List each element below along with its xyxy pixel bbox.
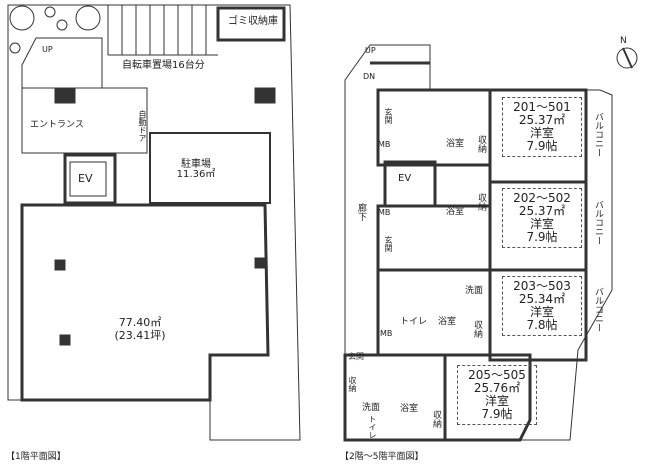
ev-shaft-2f (383, 160, 437, 208)
balcony-label-2: バルコニー (593, 200, 603, 245)
ev-label-1f: EV (78, 172, 93, 185)
mb-label-3: MB (380, 329, 393, 338)
unit-area: 25.34㎡ (518, 292, 566, 306)
unit-area: 25.37㎡ (518, 113, 566, 127)
storage-label-1: 収納 (476, 135, 486, 153)
tenant-area-label: 77.40㎡ (23.41坪) (105, 316, 175, 342)
up-label-2f: UP (365, 46, 376, 55)
unit-room: 洋室 (529, 305, 554, 319)
unit-room: 洋室 (529, 217, 554, 231)
unit-size: 7.9帖 (526, 230, 558, 244)
service-block-2 (376, 204, 492, 272)
unit-area: 25.76㎡ (473, 381, 521, 395)
bath-label-4: 浴室 (400, 404, 419, 414)
tenant-tsubo-value: (23.41坪) (114, 329, 166, 342)
tenant-space (20, 203, 270, 402)
storage-label-2: 収納 (476, 193, 486, 211)
ev-label-2f: EV (398, 173, 412, 184)
bath-label-1: 浴室 (446, 139, 465, 149)
service-block-4 (343, 353, 447, 442)
mb-label-1: MB (378, 140, 391, 149)
unit-203-info: 203～503 25.34㎡ 洋室 7.8帖 (502, 276, 582, 336)
unit-area: 25.37㎡ (518, 204, 566, 218)
unit-size: 7.9帖 (526, 139, 558, 153)
genkan-label-1: 玄関 (384, 108, 393, 124)
bicycle-parking-label: 自転車置場16台分 (122, 60, 205, 71)
genkan-label-3: 玄関 (348, 352, 364, 361)
auto-door-label: 自動ドア (138, 110, 147, 142)
service-block-1 (376, 88, 492, 167)
unit-size: 7.8帖 (526, 318, 558, 332)
floor2-caption: 【2階～5階平面図】 (340, 452, 424, 462)
storage-label-3: 収納 (472, 320, 482, 338)
dn-label-2f: DN (363, 72, 376, 81)
bath-label-3: 浴室 (438, 317, 457, 327)
parking-area-value: 11.36㎡ (176, 169, 216, 180)
corridor-label: 廊下 (356, 203, 366, 221)
unit-202-info: 202～502 25.37㎡ 洋室 7.9帖 (502, 188, 582, 248)
mb-label-2: MB (378, 208, 391, 217)
ev-shaft-1f (63, 153, 117, 205)
floor1-caption: 【1階平面図】 (6, 452, 66, 462)
balcony-label-3: バルコニー (593, 287, 603, 332)
parking-label: 駐車場 11.36㎡ (176, 160, 216, 180)
site-boundary-1f (7, 4, 301, 441)
compass-north-label: N (620, 36, 627, 46)
washroom-label-1: 洗面 (465, 286, 484, 296)
unit-201-info: 201～501 25.37㎡ 洋室 7.9帖 (502, 97, 582, 157)
garbage-room (216, 6, 286, 42)
unit-number: 201～501 (513, 100, 571, 114)
entrance-area (21, 87, 148, 154)
unit-room: 洋室 (529, 126, 554, 140)
genkan-label-2: 玄関 (384, 236, 393, 252)
unit-number: 202～502 (513, 191, 571, 205)
stair-1f (21, 37, 103, 89)
toilet-label-1: トイレ (400, 317, 428, 327)
service-block-3 (376, 268, 492, 357)
unit-number: 205～505 (468, 368, 526, 382)
parking-area (149, 132, 271, 204)
unit-number: 203～503 (513, 279, 571, 293)
parking-name: 駐車場 (181, 159, 211, 170)
up-label-1f: UP (42, 45, 53, 54)
bicycle-slots (107, 5, 218, 56)
unit-205-info: 205～505 25.76㎡ 洋室 7.9帖 (457, 365, 537, 425)
toilet-label-2: トイレ (368, 415, 377, 439)
ev-car-1f (69, 161, 107, 197)
garbage-room-label: ゴミ収納庫 (228, 16, 278, 27)
storage-label-4: 収納 (348, 376, 357, 392)
storage-label-5: 収納 (431, 410, 441, 428)
entrance-label: エントランス (30, 120, 84, 130)
tenant-area-value: 77.40㎡ (118, 316, 162, 329)
balcony-label-1: バルコニー (593, 112, 603, 157)
unit-room: 洋室 (484, 394, 509, 408)
washroom-label-2: 洗面 (362, 403, 381, 413)
bath-label-2: 浴室 (446, 207, 465, 217)
unit-size: 7.9帖 (481, 407, 513, 421)
